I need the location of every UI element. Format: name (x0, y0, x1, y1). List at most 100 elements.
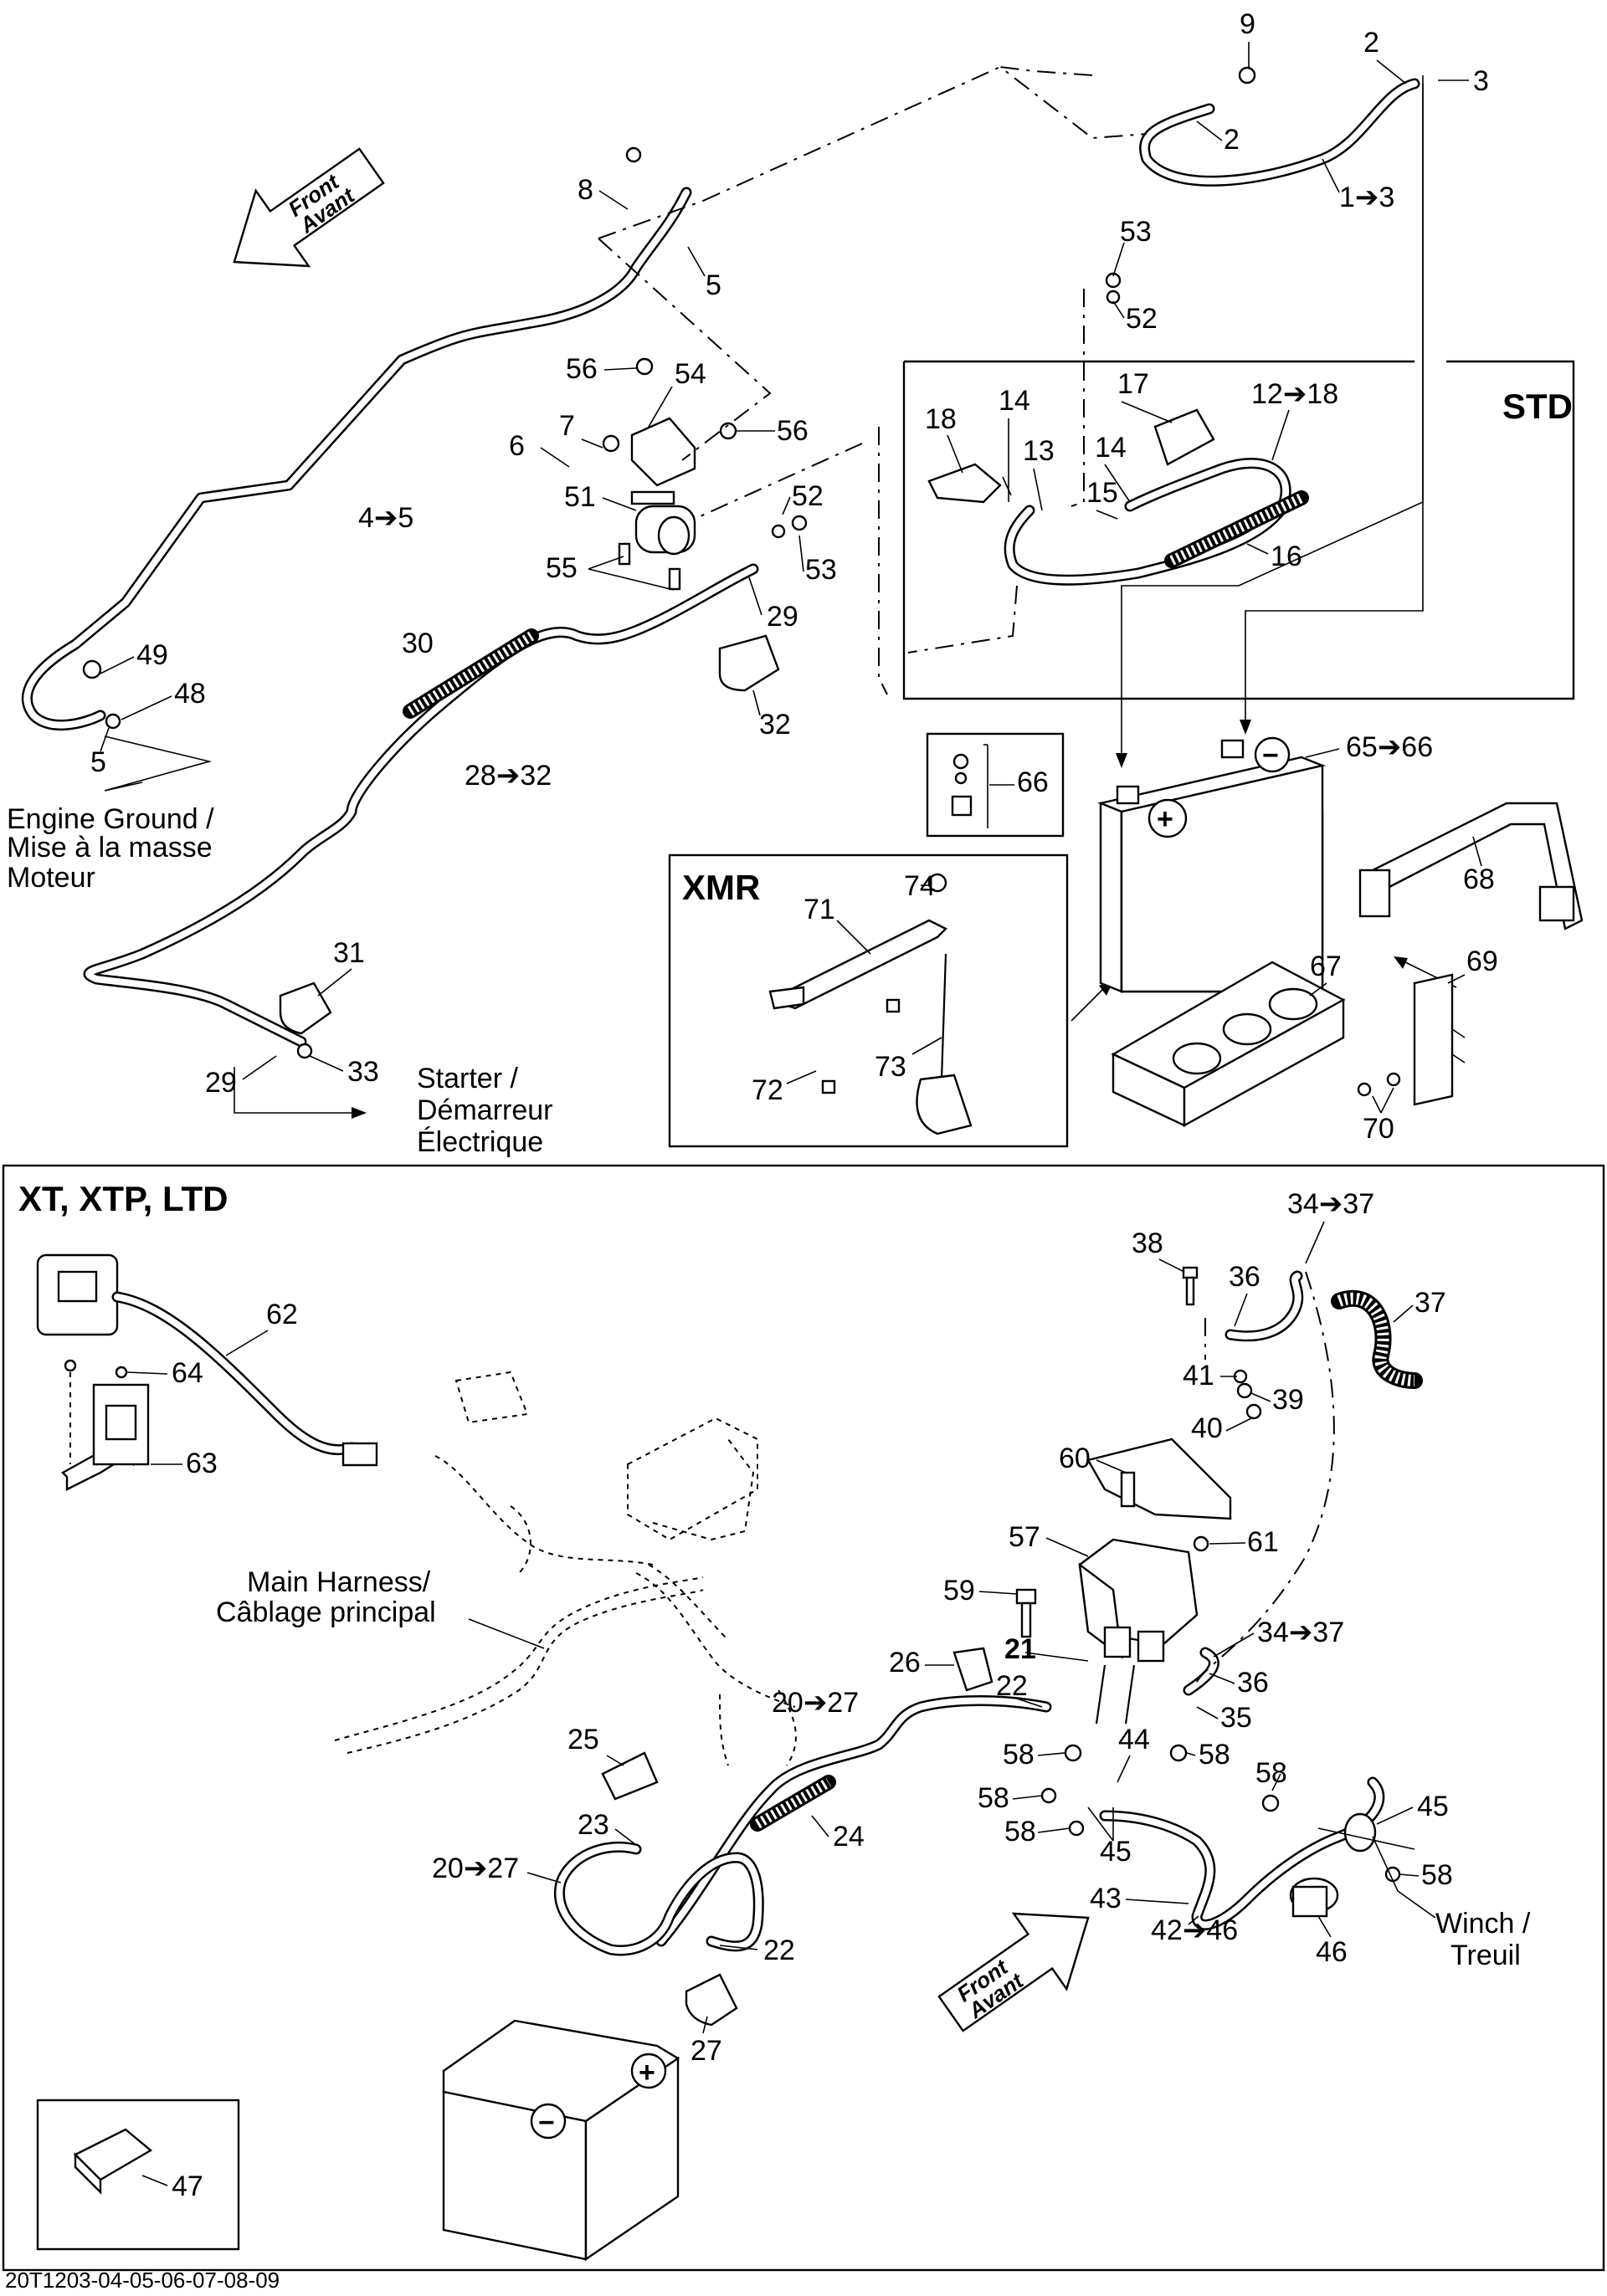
callout-24: 24 (833, 1821, 865, 1853)
callout-65: 65➔66 (1346, 731, 1433, 763)
callout-36b: 36 (1237, 1667, 1269, 1699)
callout-49: 49 (136, 639, 168, 671)
notes: Engine Ground / Mise à la masse Moteur S… (7, 803, 1531, 1971)
note-starter-2: Démarreur (417, 1094, 552, 1126)
svg-text:+: + (639, 2057, 655, 2088)
tray-67 (1111, 961, 1346, 1128)
svg-text:+: + (1157, 803, 1173, 835)
note-starter-1: Starter / (417, 1063, 518, 1094)
callout-45b: 45 (1100, 1836, 1132, 1868)
callout-52b: 52 (792, 480, 824, 512)
callouts: 9 2 3 2 1➔3 8 5 53 52 56 54 7 56 6 51 52… (90, 8, 1498, 2202)
terminal-45 (1343, 1812, 1377, 1853)
cable-20-27 (655, 1695, 1052, 1947)
cable-28-32 (83, 563, 759, 1048)
sleeve-30 (403, 628, 539, 719)
cable-4-5 (21, 187, 692, 731)
boot-25 (601, 1751, 659, 1801)
callout-47: 47 (172, 2170, 203, 2202)
bracket-63 (61, 1359, 150, 1491)
fasteners-top (82, 66, 1256, 1059)
callout-72: 72 (752, 1074, 783, 1106)
callout-56a: 56 (566, 353, 598, 385)
fasteners-xt (1015, 1266, 1401, 1883)
callout-30: 30 (402, 628, 434, 659)
callout-29a: 29 (767, 601, 798, 633)
sleeve-37 (1331, 1289, 1423, 1389)
callout-20b: 20➔27 (432, 1853, 519, 1884)
callout-58b: 58 (1199, 1739, 1230, 1771)
callout-8: 8 (578, 174, 593, 206)
callout-38: 38 (1132, 1227, 1163, 1259)
callout-18: 18 (925, 403, 957, 435)
callout-52a: 52 (1126, 303, 1158, 335)
xt-frame (2, 1164, 1605, 2272)
callout-56b: 56 (777, 415, 809, 447)
callout-64: 64 (172, 1357, 203, 1389)
callout-32: 32 (759, 709, 791, 741)
callout-67: 67 (1310, 951, 1342, 982)
callout-58c: 58 (1255, 1757, 1287, 1789)
callout-3: 3 (1473, 65, 1489, 97)
bracket-69 (1357, 973, 1466, 1106)
callout-39: 39 (1272, 1384, 1304, 1416)
strap-73 (916, 953, 973, 1135)
cable-12-18 (1004, 458, 1291, 586)
solenoid-57 (1078, 1538, 1199, 1725)
callout-31: 31 (333, 937, 365, 969)
xmr-title: XMR (682, 868, 760, 907)
callout-53a: 53 (1120, 216, 1152, 248)
note-engine-ground-3: Moteur (7, 862, 95, 894)
dashed-link-xt (1196, 1271, 1335, 1683)
kit-47-frame (36, 2099, 240, 2251)
dashed-link-a (997, 65, 1147, 140)
callout-4: 4➔5 (358, 502, 413, 534)
callout-2a: 2 (1363, 27, 1379, 59)
callout-13: 13 (1023, 435, 1055, 467)
cable-20-27-b (554, 1841, 764, 1956)
callout-58d: 58 (978, 1782, 1009, 1814)
solenoid-51 (630, 490, 696, 556)
callout-48: 48 (174, 678, 206, 710)
main-harness (334, 1371, 797, 1766)
callout-68: 68 (1463, 864, 1495, 895)
callout-63: 63 (186, 1448, 218, 1479)
callout-14a: 14 (999, 385, 1030, 417)
callout-29b: 29 (205, 1067, 237, 1099)
callout-21: 21 (1004, 1633, 1036, 1665)
callout-51: 51 (564, 481, 596, 513)
callout-22a: 22 (996, 1670, 1028, 1702)
bracket-60 (1086, 1438, 1232, 1520)
callout-20a: 20➔27 (772, 1687, 859, 1719)
leader-lines (100, 42, 1482, 2186)
callout-71: 71 (804, 894, 835, 925)
callout-54: 54 (675, 358, 706, 390)
xt-title: XT, XTP, LTD (18, 1179, 228, 1218)
callout-45a: 45 (1417, 1791, 1449, 1822)
note-starter-3: Électrique (417, 1126, 543, 1158)
callout-41: 41 (1183, 1360, 1214, 1391)
front-arrow-bottom: Front Avant (937, 1912, 1090, 2032)
callout-22b: 22 (763, 1935, 795, 1966)
cable-34-37 (1183, 1270, 1304, 1696)
strap-68 (1358, 802, 1584, 930)
callout-60: 60 (1059, 1443, 1091, 1474)
callout-5a: 5 (706, 269, 721, 301)
callout-43: 43 (1090, 1883, 1122, 1914)
clip-47 (73, 2128, 153, 2195)
callout-34a: 34➔37 (1287, 1188, 1374, 1220)
callout-36a: 36 (1229, 1261, 1260, 1293)
callout-44: 44 (1118, 1724, 1150, 1755)
callout-61: 61 (1247, 1526, 1279, 1558)
svg-text:−: − (1262, 740, 1279, 771)
boot-46 (1289, 1877, 1339, 1918)
kit-66-frame (926, 732, 1065, 838)
callout-73: 73 (875, 1051, 906, 1083)
callout-58a: 58 (1003, 1739, 1035, 1771)
callout-9: 9 (1240, 8, 1255, 40)
callout-37: 37 (1414, 1287, 1446, 1319)
callout-7: 7 (559, 410, 575, 442)
callout-27: 27 (691, 2035, 722, 2067)
callout-70: 70 (1363, 1113, 1394, 1145)
